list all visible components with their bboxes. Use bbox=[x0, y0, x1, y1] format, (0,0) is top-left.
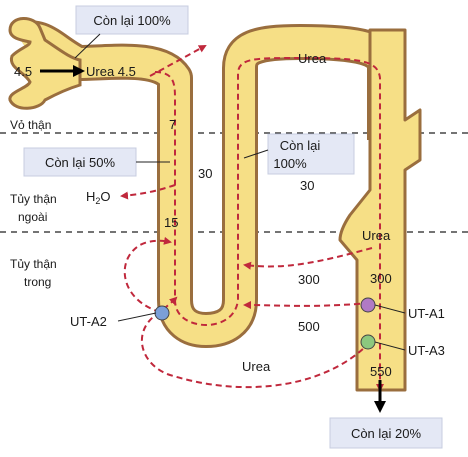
ut-a1-leader bbox=[374, 304, 406, 314]
zone-outer-medulla-label-2: ngoài bbox=[18, 210, 47, 224]
box-bottom-remaining: Còn lại 20% bbox=[329, 417, 443, 449]
value-550-label: 550 bbox=[370, 364, 392, 379]
box-top-text: Còn lại 100% bbox=[93, 13, 171, 28]
zone-outer-medulla-label-1: Tủy thận bbox=[10, 192, 57, 206]
box-mid-right-text-line1: Còn lại bbox=[280, 138, 321, 153]
urea-reentry-deep-arrow bbox=[243, 301, 371, 310]
ut-a1-transporter-icon bbox=[360, 297, 376, 313]
box-mid-right-text-line2: 100% bbox=[273, 156, 307, 171]
urea-ut-a2-entry-arrow bbox=[123, 236, 172, 313]
water-exit-arrow bbox=[120, 184, 176, 200]
glomerulus-cup bbox=[8, 17, 82, 110]
box-top-leader bbox=[74, 33, 101, 59]
input-concentration-label: 4.5 bbox=[14, 64, 32, 79]
ut-a2-label: UT-A2 bbox=[70, 314, 107, 329]
value-30-right-label: 30 bbox=[300, 178, 314, 193]
ut-a3-leader bbox=[374, 341, 406, 351]
ut-a2-leader bbox=[117, 312, 157, 322]
box-mid-left-text: Còn lại 50% bbox=[45, 155, 116, 170]
water-label: H2O bbox=[86, 189, 111, 206]
water-h: H bbox=[86, 189, 95, 204]
urea-collecting-label: Urea bbox=[362, 228, 391, 243]
urea-start-label: Urea 4.5 bbox=[86, 64, 136, 79]
value-30-left-label: 30 bbox=[198, 166, 212, 181]
urea-lumen-flow-descending bbox=[154, 56, 384, 392]
collecting-duct bbox=[338, 28, 422, 392]
box-top-remaining: Còn lại 100% bbox=[74, 5, 189, 59]
value-300-loop-label: 300 bbox=[298, 272, 320, 287]
ut-a2-transporter-icon bbox=[154, 305, 170, 321]
water-subscript: 2 bbox=[95, 196, 100, 206]
value-300-duct-label: 300 bbox=[370, 271, 392, 286]
value-500-label: 500 bbox=[298, 319, 320, 334]
water-o: O bbox=[100, 189, 110, 204]
value-15-label: 15 bbox=[164, 215, 178, 230]
urea-top-label: Urea bbox=[298, 51, 327, 66]
ut-a3-label: UT-A3 bbox=[408, 343, 445, 358]
zone-cortex-label: Vỏ thận bbox=[10, 118, 51, 132]
box-mid-right-leader bbox=[243, 149, 269, 159]
box-mid-right-remaining: Còn lại 100% bbox=[243, 133, 355, 175]
ut-a1-label: UT-A1 bbox=[408, 306, 445, 321]
ut-a3-transporter-icon bbox=[360, 334, 376, 350]
urea-bottom-label: Urea bbox=[242, 359, 271, 374]
value-7-label: 7 bbox=[169, 117, 176, 132]
urea-reentry-loop-arrow bbox=[243, 247, 373, 270]
box-bottom-text: Còn lại 20% bbox=[351, 426, 422, 441]
zone-inner-medulla-label-2: trong bbox=[24, 275, 51, 289]
box-mid-left-remaining: Còn lại 50% bbox=[23, 147, 170, 177]
zone-inner-medulla-label-1: Tủy thận bbox=[10, 257, 57, 271]
urea-exit-cortex-arrow bbox=[149, 45, 207, 77]
